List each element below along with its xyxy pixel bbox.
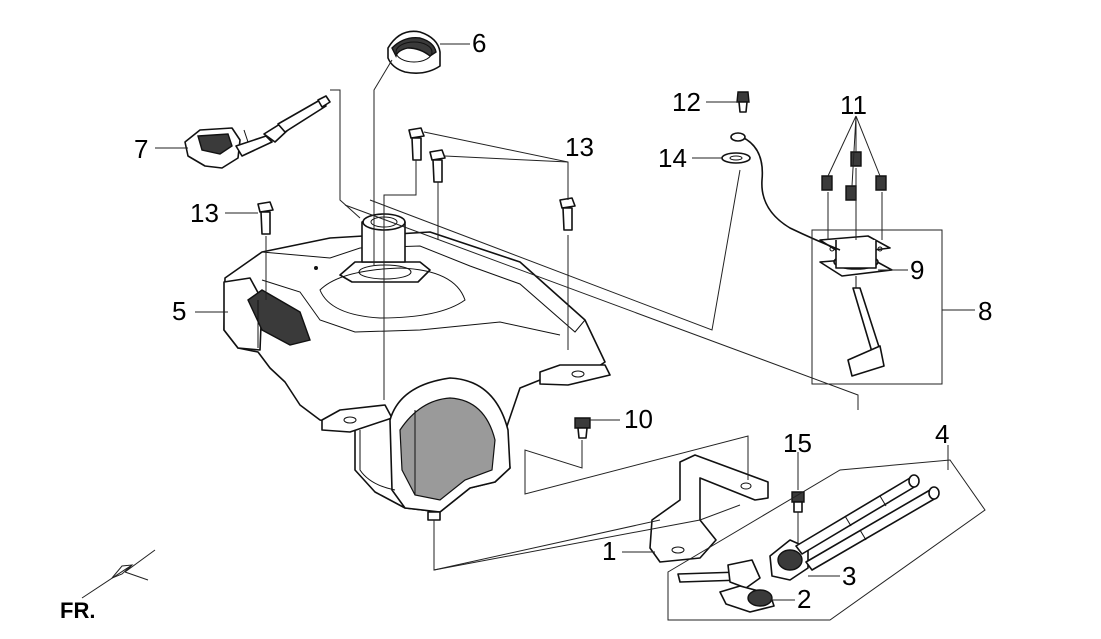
leader-lines [155, 43, 975, 601]
washer-14 [721, 152, 751, 164]
bolt-13-a [408, 127, 425, 161]
fuel-cock [677, 539, 809, 613]
front-direction-label: FR. [60, 598, 95, 623]
bolt-12 [736, 91, 750, 113]
hose-group-box [667, 459, 986, 621]
callout-11: 11 [840, 90, 867, 120]
callout-3: 3 [842, 561, 856, 591]
bolt-13-d [257, 201, 274, 235]
callout-10: 10 [624, 404, 653, 434]
callout-13-right: 13 [565, 132, 594, 162]
sender-wire [730, 132, 841, 251]
callout-15: 15 [783, 428, 812, 458]
callout-1: 1 [602, 536, 616, 566]
callout-8: 8 [978, 296, 992, 326]
bolt-10 [574, 417, 591, 439]
callout-4: 4 [935, 419, 949, 449]
filler-cap-gasket [387, 30, 441, 74]
fuel-pump-group-box [811, 229, 943, 385]
callout-2: 2 [797, 584, 811, 614]
bolt-13-b [429, 149, 446, 183]
bolt-15 [791, 491, 805, 513]
callout-12: 12 [672, 87, 701, 117]
fuel-cock-bracket [649, 454, 769, 563]
fuel-tank [223, 213, 611, 521]
callout-6: 6 [472, 28, 486, 58]
callout-9: 9 [910, 255, 924, 285]
callout-14: 14 [658, 143, 687, 173]
callout-7: 7 [134, 134, 148, 164]
bolt-13-c [559, 197, 576, 231]
vent-hose-assembly [184, 95, 331, 169]
fuel-hoses [795, 474, 940, 571]
callout-5: 5 [172, 296, 186, 326]
callout-13-left: 13 [190, 198, 219, 228]
front-direction-arrow [81, 549, 156, 599]
fuel-pump-unit [819, 235, 893, 377]
